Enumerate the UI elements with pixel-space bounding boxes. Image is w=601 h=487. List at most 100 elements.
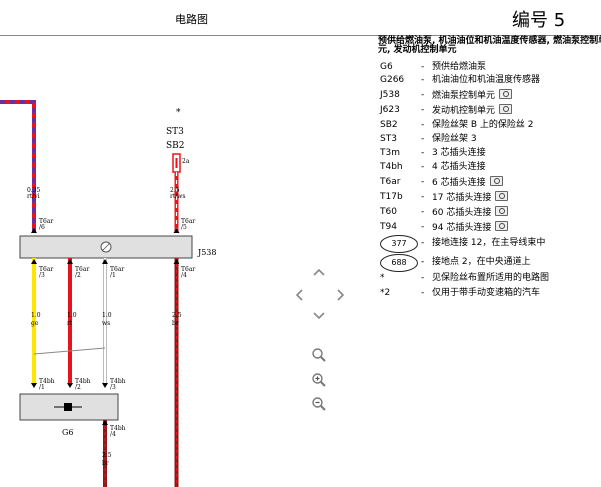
header-divider bbox=[0, 35, 601, 36]
legend-dash: - bbox=[421, 273, 425, 283]
legend-dash: - bbox=[421, 148, 425, 158]
page-title: 电路图 bbox=[175, 13, 208, 26]
ground-symbol-icon: 377 bbox=[380, 235, 418, 253]
pin-arrow-5 bbox=[173, 228, 180, 233]
legend-dash: - bbox=[421, 177, 425, 187]
pin-t4bh-1-b: /1 bbox=[39, 384, 45, 391]
j538-label: J538 bbox=[197, 248, 216, 257]
circuit-diagram: * ST3 SB2 2a 0.35 rt/vi 2.5 rt/ws T6ar /… bbox=[0, 100, 216, 487]
pin-t6ar-6-a: T6ar bbox=[39, 218, 53, 225]
legend-dash: - bbox=[421, 90, 425, 100]
camera-icon[interactable] bbox=[489, 176, 503, 186]
wire-ge-size: 1.0 bbox=[31, 312, 41, 319]
legend-description: 仅用于带手动变速箱的汽车 bbox=[432, 288, 541, 298]
legend-description: 燃油泵控制单元 bbox=[432, 91, 496, 101]
chevron-up-icon bbox=[313, 268, 325, 276]
legend-description: 60 芯插头连接 bbox=[432, 208, 492, 218]
pin-t6ar-4-b: /4 bbox=[181, 272, 187, 279]
wire-ge-color: ge bbox=[31, 320, 39, 327]
legend-code: J538 bbox=[380, 90, 400, 100]
chevron-left-icon bbox=[295, 289, 303, 301]
legend-title: 预供给燃油泵, 机油油位和机油温度传感器, 燃油泵控制单元, 发动机控制单元 bbox=[378, 36, 601, 55]
pin-t4bh-2-b: /2 bbox=[75, 384, 81, 391]
camera-icon[interactable] bbox=[499, 104, 513, 114]
camera-icon[interactable] bbox=[495, 206, 509, 216]
legend-dash: - bbox=[421, 62, 425, 72]
pin-t6ar-6-b: /6 bbox=[39, 224, 45, 231]
legend-code: J623 bbox=[380, 105, 400, 115]
legend-dash: - bbox=[421, 75, 425, 85]
pin-t4bh-2-a: T4bh bbox=[75, 378, 91, 385]
magnifier-icon bbox=[312, 348, 326, 362]
legend-description: 接地连接 12，在主导线束中 bbox=[432, 238, 546, 248]
legend-code: ST3 bbox=[380, 134, 397, 144]
wire-br-size: 2.5 bbox=[172, 312, 182, 319]
wire-bottom-size: 2.5 bbox=[102, 452, 112, 459]
legend-description: 6 芯插头连接 bbox=[432, 178, 486, 188]
legend-description: 预供给燃油泵 bbox=[432, 62, 487, 72]
legend-description: 保险丝架 3 bbox=[432, 134, 477, 144]
legend-dash: - bbox=[421, 222, 425, 232]
pan-right-button[interactable] bbox=[333, 287, 349, 303]
legend-code: T17b bbox=[380, 192, 403, 202]
pin-t4bh-3-a: T4bh bbox=[110, 378, 126, 385]
legend-dash: - bbox=[421, 105, 425, 115]
legend-code: T94 bbox=[380, 222, 397, 232]
wire-right-size: 2.5 bbox=[170, 187, 180, 194]
legend-dash: - bbox=[421, 162, 425, 172]
zoom-in-button[interactable] bbox=[311, 372, 327, 388]
legend-description: 接地点 2，在中央通道上 bbox=[432, 257, 531, 267]
pan-up-button[interactable] bbox=[311, 264, 327, 280]
pin-t4bh-3-b: /3 bbox=[110, 384, 116, 391]
document-number: 编号 5 bbox=[512, 10, 566, 31]
star-marker: * bbox=[176, 108, 181, 118]
pin-t6ar-1-b: /1 bbox=[110, 272, 116, 279]
legend-code: G266 bbox=[380, 75, 405, 85]
pin-t6ar-2-b: /2 bbox=[75, 272, 81, 279]
pin-t6ar-1-a: T6ar bbox=[110, 266, 124, 273]
wire-left-color: rt/vi bbox=[27, 193, 40, 200]
pin-t6ar-5-a: T6ar bbox=[181, 218, 195, 225]
legend-description: 见保险丝布置所适用的电路图 bbox=[432, 273, 550, 283]
pin-t4bh-4-a: T4bh bbox=[110, 425, 126, 432]
wire-left-size: 0.35 bbox=[27, 187, 41, 194]
wire-br-color: br bbox=[172, 320, 179, 327]
camera-icon[interactable] bbox=[495, 191, 509, 201]
chevron-down-icon bbox=[313, 312, 325, 320]
pan-down-button[interactable] bbox=[311, 308, 327, 324]
legend-description: 发动机控制单元 bbox=[432, 106, 496, 116]
pan-left-button[interactable] bbox=[291, 287, 307, 303]
g6-symbol bbox=[64, 403, 72, 411]
legend-code: T3m bbox=[380, 148, 400, 158]
legend-code: T4bh bbox=[380, 162, 403, 172]
fuse-sb2 bbox=[172, 153, 181, 173]
zoom-out-button[interactable] bbox=[311, 396, 327, 412]
g6-label: G6 bbox=[62, 428, 73, 437]
ground-symbol-icon: 688 bbox=[380, 254, 418, 272]
wire-bottom-color: br bbox=[102, 460, 109, 467]
camera-icon[interactable] bbox=[495, 221, 509, 231]
pin-t6ar-2-a: T6ar bbox=[75, 266, 89, 273]
legend-code: G6 bbox=[380, 62, 393, 72]
legend-dash: - bbox=[421, 238, 425, 248]
fuse-rating-label: 2a bbox=[182, 158, 190, 165]
legend-code: SB2 bbox=[380, 120, 398, 130]
chevron-right-icon bbox=[337, 289, 345, 301]
pin-t6ar-3-b: /3 bbox=[39, 272, 45, 279]
legend-dash: - bbox=[421, 192, 425, 202]
legend-description: 3 芯插头连接 bbox=[432, 148, 486, 158]
zoom-fit-button[interactable] bbox=[311, 347, 327, 363]
zoom-in-icon bbox=[312, 373, 326, 387]
wire-ws-size: 1.0 bbox=[102, 312, 112, 319]
legend-description: 17 芯插头连接 bbox=[432, 193, 492, 203]
camera-icon[interactable] bbox=[499, 89, 513, 99]
pin-t6ar-4-a: T6ar bbox=[181, 266, 195, 273]
legend-description: 4 芯插头连接 bbox=[432, 162, 486, 172]
pin-arrow-6 bbox=[31, 228, 37, 233]
legend-description: 机油油位和机油温度传感器 bbox=[432, 75, 541, 85]
legend-code: T60 bbox=[380, 207, 397, 217]
wire-rt-size: 1.0 bbox=[67, 312, 77, 319]
legend-description: 保险丝架 B 上的保险丝 2 bbox=[432, 120, 534, 130]
wire-ws-color: ws bbox=[102, 320, 110, 327]
wire-rt-color: rt bbox=[67, 320, 73, 327]
